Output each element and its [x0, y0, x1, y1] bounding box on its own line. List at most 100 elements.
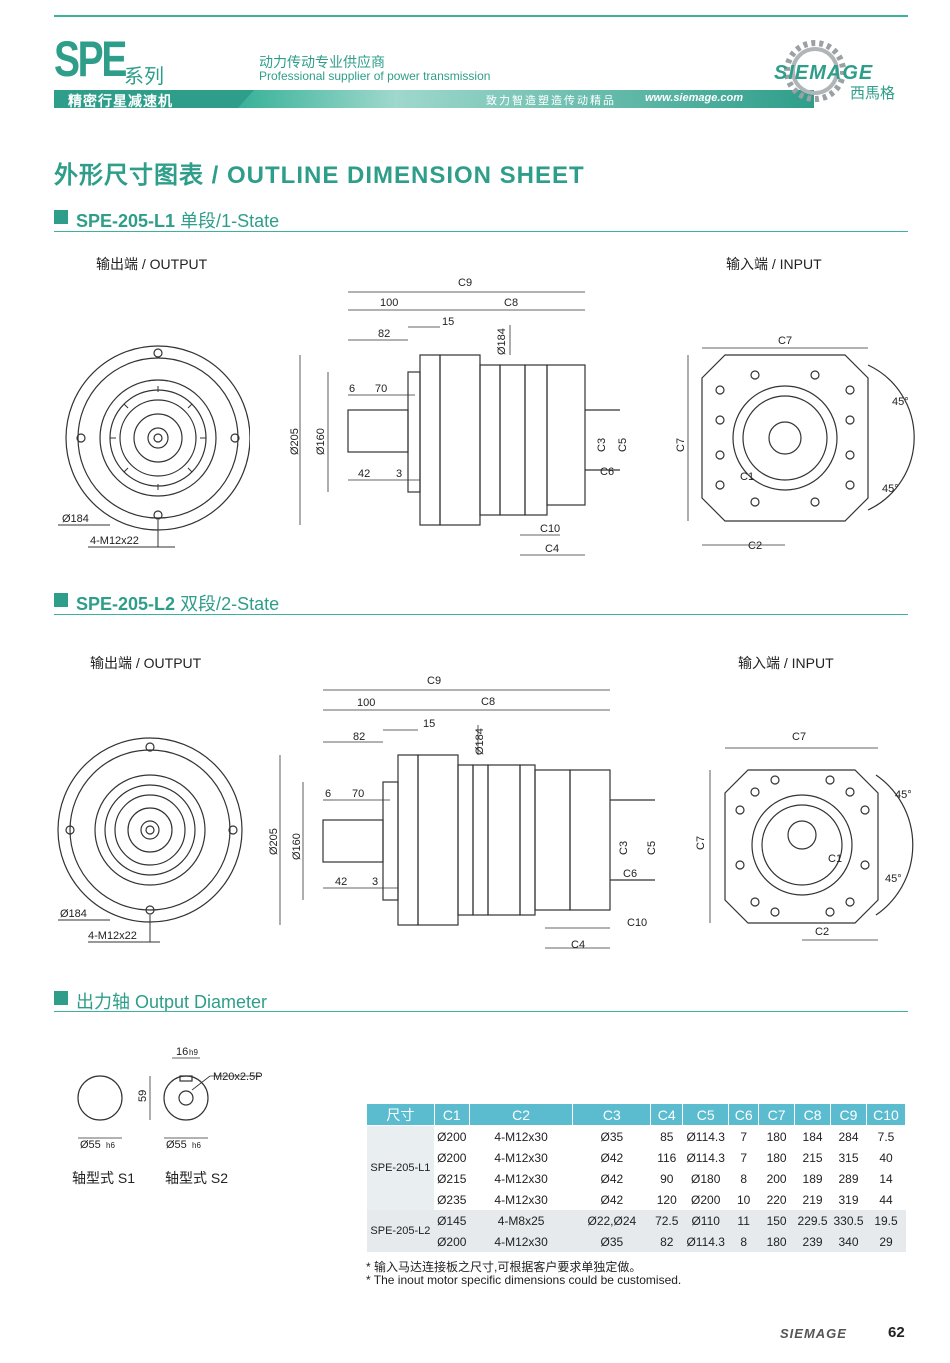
table-cell: 289 — [830, 1168, 867, 1189]
input-label: 输入端 / INPUT — [738, 655, 834, 671]
table-cell: 4-M12x30 — [469, 1189, 573, 1210]
dim-c4: C4 — [545, 543, 559, 555]
table-cell: Ø35 — [572, 1125, 651, 1147]
dim-c4: C4 — [571, 939, 585, 951]
dim-d184: Ø184 — [60, 908, 87, 920]
dim-d205: Ø205 — [268, 828, 280, 855]
dim-c7-top: C7 — [778, 335, 792, 347]
table-cell: 40 — [866, 1147, 906, 1168]
table-cell: 4-M12x30 — [469, 1147, 573, 1168]
table-cell: Ø200 — [682, 1189, 729, 1210]
table-cell: 29 — [866, 1231, 906, 1252]
series-suffix: 系列 — [124, 66, 164, 88]
table-row: Ø235 4-M12x30 Ø42 120 Ø200 10 220 219 31… — [367, 1189, 906, 1210]
dim-d184-side: Ø184 — [474, 728, 486, 755]
product-name: 精密行星减速机 — [68, 93, 173, 109]
table-cell: Ø114.3 — [682, 1125, 729, 1147]
output-label: 输出端 / OUTPUT — [96, 256, 208, 272]
table-cell: 284 — [830, 1125, 867, 1147]
col-header: C3 — [572, 1103, 652, 1126]
dim-c8: C8 — [504, 297, 518, 309]
dim-15: 15 — [442, 316, 454, 328]
table-cell: 219 — [794, 1189, 831, 1210]
l1-input-view: C7 C7 C1 C2 45° 45° — [675, 335, 915, 552]
table-cell: Ø200 — [434, 1231, 470, 1252]
dim-82: 82 — [353, 731, 365, 743]
dim-6: 6 — [349, 383, 355, 395]
table-cell: 340 — [830, 1231, 867, 1252]
dim-c6: C6 — [623, 868, 637, 880]
shaft-s1-diameter: Ø55 — [80, 1139, 101, 1151]
key-width: 16 — [176, 1046, 188, 1058]
dim-c6: C6 — [600, 466, 614, 478]
col-header: C2 — [468, 1103, 574, 1126]
shaft-s2-tolerance: h6 — [192, 1141, 201, 1150]
angle-45-bottom: 45° — [885, 873, 902, 885]
table-cell: 8 — [728, 1168, 759, 1189]
section-rule — [54, 614, 908, 615]
table-cell: Ø114.3 — [682, 1231, 729, 1252]
shaft-height: 59 — [137, 1090, 149, 1102]
dim-82: 82 — [378, 328, 390, 340]
table-cell: 220 — [758, 1189, 795, 1210]
dim-d184-side: Ø184 — [496, 328, 508, 355]
motto: 致力智造塑造传动精品 — [486, 95, 616, 107]
page-number: 62 — [888, 1324, 905, 1341]
table-cell: 14 — [866, 1168, 906, 1189]
table-cell: 19.5 — [866, 1210, 906, 1231]
dim-c7-side: C7 — [695, 836, 707, 850]
table-cell: 200 — [758, 1168, 795, 1189]
dim-c7-side: C7 — [675, 438, 687, 452]
table-cell: Ø180 — [682, 1168, 729, 1189]
l2-input-view: C7 C7 C1 C2 45° 45° — [695, 731, 914, 941]
dim-c10: C10 — [540, 523, 560, 535]
dim-3: 3 — [396, 468, 402, 480]
l1-output-view: Ø184 4-M12x22 — [58, 345, 250, 548]
table-cell: Ø110 — [682, 1210, 729, 1231]
table-cell: 315 — [830, 1147, 867, 1168]
shaft-s1-label: 轴型式 S1 — [72, 1170, 136, 1186]
col-header: C6 — [728, 1103, 760, 1126]
table-cell: Ø200 — [434, 1125, 470, 1147]
section-rule — [54, 1011, 908, 1012]
dim-d160: Ø160 — [315, 428, 327, 455]
col-header: C9 — [830, 1103, 867, 1126]
col-header: C1 — [433, 1103, 470, 1126]
table-row: SPE-205-L1 Ø200 4-M12x30 Ø35 85 Ø114.3 7… — [366, 1125, 906, 1210]
table-cell: Ø114.3 — [682, 1147, 729, 1168]
model-cell: SPE-205-L2 — [366, 1210, 435, 1252]
shaft-s2-label: 轴型式 S2 — [165, 1170, 229, 1186]
dim-15: 15 — [423, 718, 435, 730]
dim-c9: C9 — [427, 675, 441, 687]
dim-100: 100 — [357, 697, 375, 709]
table-cell: 189 — [794, 1168, 831, 1189]
angle-45-top: 45° — [895, 789, 912, 801]
table-cell: 319 — [830, 1189, 867, 1210]
key-tolerance: h9 — [189, 1048, 198, 1057]
table-row: Ø200 4-M12x30 Ø35 82 Ø114.3 8 180 239 34… — [367, 1231, 906, 1252]
dim-42: 42 — [358, 468, 370, 480]
dim-c2: C2 — [748, 540, 762, 552]
table-header-row: 尺寸 C1 C2 C3 C4 C5 C6 C7 C8 C9 C10 — [366, 1103, 907, 1126]
table-cell: Ø42 — [572, 1147, 651, 1168]
dim-6: 6 — [325, 788, 331, 800]
dim-c1: C1 — [740, 471, 754, 483]
table-cell: 4-M12x30 — [469, 1168, 573, 1189]
angle-45-bottom: 45° — [882, 483, 899, 495]
table-cell: 10 — [728, 1189, 759, 1210]
dim-c10: C10 — [627, 917, 647, 929]
table-cell: 184 — [794, 1125, 831, 1147]
dim-c9: C9 — [458, 277, 472, 289]
series-code: SPE — [54, 31, 127, 87]
table-cell: 44 — [866, 1189, 906, 1210]
header-bar-accent — [54, 90, 254, 108]
dim-c2: C2 — [815, 926, 829, 938]
shaft-s1-tolerance: h6 — [106, 1141, 115, 1150]
note-cn: * 输入马达连接板之尺寸,可根据客户要求单独定做。 — [366, 1260, 642, 1274]
l1-side-view: C9 100 C8 82 15 6 70 42 3 C6 C10 C4 Ø205… — [290, 277, 629, 556]
section-model: SPE-205-L1 — [76, 211, 176, 231]
shaft-s2-diameter: Ø55 — [166, 1139, 187, 1151]
table-cell: Ø35 — [572, 1231, 651, 1252]
header-rule — [54, 15, 908, 17]
table-cell: 85 — [650, 1125, 683, 1147]
